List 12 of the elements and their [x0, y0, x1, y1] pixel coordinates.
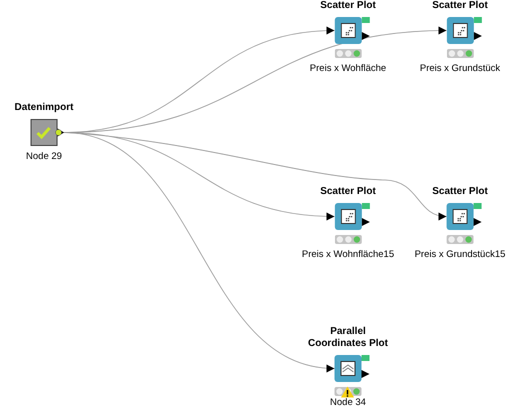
node-name: Preis x Grundstück [420, 63, 500, 75]
node-title: Scatter Plot [320, 0, 376, 12]
node-title: Parallel Coordinates Plot [306, 326, 389, 350]
node-title: Scatter Plot [320, 186, 376, 198]
node-title: Datenimport [14, 102, 74, 114]
node-name: Node 29 [26, 151, 62, 163]
node-title: Scatter Plot [432, 186, 488, 198]
node-name: Node 34 [330, 397, 366, 409]
node-name: Preis x Wohfläche [310, 63, 386, 75]
node-name: Preis x Grundstück15 [414, 249, 506, 261]
node-title: Scatter Plot [432, 0, 488, 12]
node-name: Preis x Wohnfläche15 [302, 249, 394, 261]
